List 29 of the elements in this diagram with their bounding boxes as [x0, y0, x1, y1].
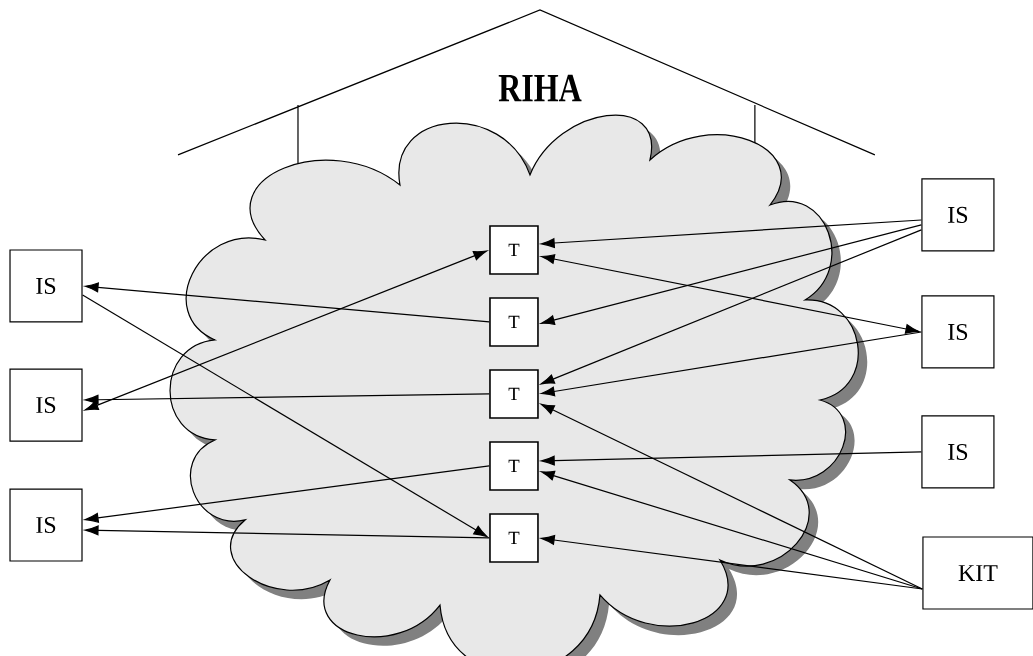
- arrow: [540, 451, 922, 466]
- process-box: T: [489, 297, 539, 347]
- process-box: T: [489, 513, 539, 563]
- arrow: [82, 294, 488, 538]
- system-box: KIT: [922, 536, 1033, 610]
- process-box: T: [489, 369, 539, 419]
- system-box: IS: [9, 368, 83, 442]
- arrow: [540, 470, 923, 590]
- arrow: [540, 224, 922, 325]
- arrow: [84, 250, 488, 411]
- arrow: [84, 465, 490, 523]
- cloud-shape: [169, 114, 868, 656]
- arrow: [540, 229, 922, 385]
- title-label: RIHA: [498, 74, 582, 102]
- arrow: [540, 403, 923, 590]
- system-box: IS: [9, 488, 83, 562]
- arrow: [540, 254, 920, 334]
- arrow: [84, 282, 490, 323]
- arrow: [540, 535, 923, 590]
- process-box: T: [489, 441, 539, 491]
- arrow: [540, 219, 922, 248]
- arrow: [84, 393, 490, 405]
- arrow: [540, 331, 922, 397]
- process-box: T: [489, 225, 539, 275]
- system-box: IS: [921, 415, 995, 489]
- system-box: IS: [921, 295, 995, 369]
- arrow: [84, 525, 490, 539]
- system-box: IS: [921, 178, 995, 252]
- system-box: IS: [9, 249, 83, 323]
